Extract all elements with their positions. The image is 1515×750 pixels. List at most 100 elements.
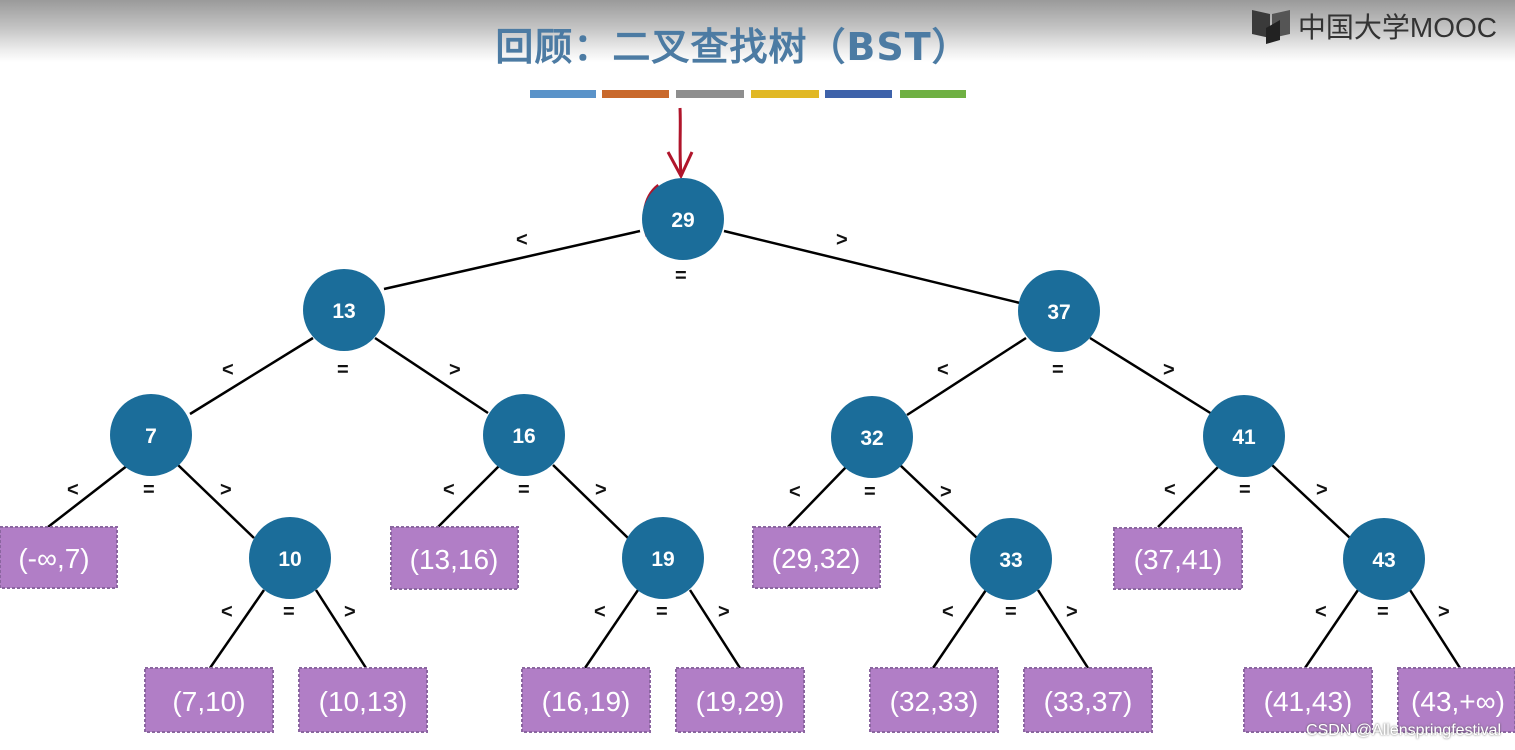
op-less: < [594, 601, 606, 623]
op-equal: = [1005, 601, 1017, 623]
op-equal: = [1377, 601, 1389, 623]
op-greater: > [1316, 479, 1328, 501]
edge-13-7 [189, 336, 314, 416]
edge-41-43 [1271, 464, 1351, 539]
tree-node: 13 [303, 269, 385, 351]
tree-node: 10 [249, 517, 331, 599]
leaf-intervals: (-∞,7) (13,16) (29,32) (37,41) (7,10) (1… [0, 526, 1515, 733]
mooc-logo-text: 中国大学MOOC [1297, 12, 1497, 43]
tree-node: 33 [970, 518, 1052, 600]
leaf-label: (33,37) [1044, 686, 1133, 717]
leaf-box: (10,13) [298, 667, 428, 733]
edge-7-leaf [47, 464, 129, 528]
leaf-label: (32,33) [890, 686, 979, 717]
leaf-box: (-∞,7) [0, 526, 118, 589]
color-bar-segment-4 [751, 90, 819, 98]
edge-41-leaf [1157, 464, 1221, 528]
edge-43-right [1408, 589, 1462, 669]
tree-edges [47, 229, 1462, 669]
op-equal: = [518, 479, 530, 501]
tree-node: 43 [1343, 518, 1425, 600]
comparison-operators: < > = < = > < = > < = > < = > < = > < = … [67, 229, 1450, 623]
edge-29-13 [383, 229, 641, 291]
op-greater: > [1163, 359, 1175, 381]
mooc-book-icon [1250, 4, 1294, 48]
leaf-box: (33,37) [1023, 667, 1153, 733]
node-label: 41 [1232, 426, 1256, 449]
tree-node: 7 [110, 394, 192, 476]
op-greater: > [595, 479, 607, 501]
leaf-label: (13,16) [410, 544, 499, 575]
edge-33-left [931, 589, 988, 669]
leaf-label: (-∞,7) [18, 543, 89, 574]
edge-19-right [688, 589, 742, 669]
tree-node: 37 [1018, 270, 1100, 352]
node-label: 43 [1372, 549, 1395, 572]
edge-10-right [314, 589, 368, 669]
op-equal: = [675, 265, 687, 287]
node-label: 37 [1047, 301, 1070, 324]
op-equal: = [143, 479, 155, 501]
node-label: 7 [145, 425, 157, 448]
tree-nodes: 29 13 37 7 16 32 41 10 [110, 178, 1425, 600]
op-equal: = [1239, 479, 1251, 501]
tree-node: 41 [1203, 395, 1285, 477]
edge-7-10 [177, 464, 255, 539]
mooc-logo: 中国大学MOOC [1250, 6, 1497, 46]
leaf-box: (29,32) [752, 526, 881, 589]
leaf-label: (29,32) [772, 543, 861, 574]
op-less: < [67, 479, 79, 501]
leaf-label: (37,41) [1134, 544, 1223, 575]
op-less: < [221, 601, 233, 623]
leaf-label: (43,+∞) [1411, 686, 1505, 717]
tree-node: 19 [622, 517, 704, 599]
edge-33-right [1036, 589, 1090, 669]
op-less: < [1164, 479, 1176, 501]
edge-19-left [583, 589, 640, 669]
leaf-box: (43,+∞) [1397, 667, 1515, 733]
leaf-box: (41,43) [1243, 667, 1373, 733]
leaf-box: (19,29) [675, 667, 805, 733]
op-equal: = [337, 359, 349, 381]
edge-37-32 [906, 336, 1027, 417]
op-less: < [443, 479, 455, 501]
node-label: 10 [278, 548, 301, 571]
node-label: 16 [512, 425, 535, 448]
edge-43-left [1303, 589, 1360, 669]
edge-16-leaf [437, 464, 501, 528]
node-label: 13 [332, 300, 355, 323]
leaf-box: (16,19) [521, 667, 651, 733]
color-bar-segment-1 [530, 90, 596, 98]
op-greater: > [1438, 601, 1450, 623]
op-greater: > [449, 359, 461, 381]
op-less: < [1315, 601, 1327, 623]
op-greater: > [836, 229, 848, 251]
op-greater: > [718, 601, 730, 623]
leaf-label: (19,29) [696, 686, 785, 717]
op-less: < [516, 229, 528, 251]
op-equal: = [1052, 359, 1064, 381]
op-less: < [222, 359, 234, 381]
edge-13-16 [374, 336, 489, 415]
op-greater: > [1066, 601, 1078, 623]
op-greater: > [220, 479, 232, 501]
node-label: 29 [671, 209, 694, 232]
leaf-label: (10,13) [319, 686, 408, 717]
tree-node: 32 [831, 396, 913, 478]
edge-29-37 [723, 229, 1021, 305]
node-label: 19 [651, 548, 674, 571]
op-equal: = [283, 601, 295, 623]
color-bar-segment-2 [602, 90, 669, 98]
leaf-box: (32,33) [869, 667, 999, 733]
op-equal: = [656, 601, 668, 623]
node-label: 32 [860, 427, 883, 450]
leaf-label: (16,19) [542, 686, 631, 717]
op-equal: = [864, 481, 876, 503]
color-bar-segment-3 [676, 90, 744, 98]
op-less: < [937, 359, 949, 381]
edge-32-33 [899, 464, 978, 539]
edge-32-leaf [787, 464, 849, 528]
color-bar-segment-6 [900, 90, 966, 98]
op-greater: > [940, 481, 952, 503]
leaf-box: (37,41) [1113, 527, 1243, 590]
